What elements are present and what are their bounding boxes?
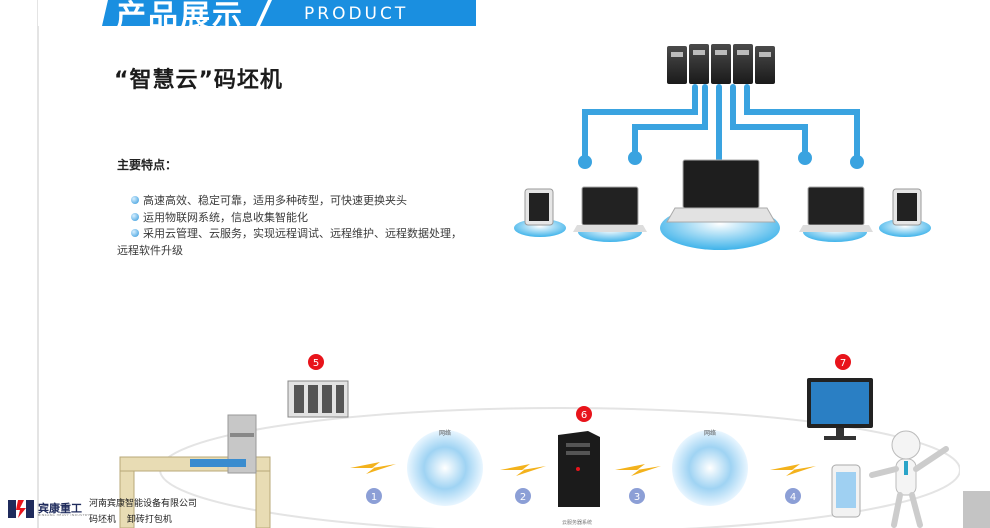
banner-title-cn: 产品展示 [116,0,244,34]
network-globe-left-icon [407,430,483,506]
company-name-link[interactable]: 河南宾康智能设备有限公司 [89,499,198,509]
mascot-figure-icon [869,430,949,528]
svg-text:6: 6 [581,410,587,421]
banner-shape [38,0,476,26]
tablet-right-icon [892,188,922,226]
tag-link[interactable]: 卸砖打包机 [126,515,172,525]
svg-text:5: 5 [313,358,319,369]
step-number-2: 2 [515,488,531,504]
brand-name: 宾康重工 [38,502,82,515]
feature-text: 运用物联网系统，信息收集智能化 [143,210,308,224]
svg-text:4: 4 [790,492,796,503]
server-caption: 云服务器系统 [562,519,592,526]
node-marker-5: 5 [308,354,324,370]
network-label-right: 网络 [704,429,716,437]
cloud-network-illustration [514,44,931,250]
network-globe-right-icon [672,430,748,506]
banner-title-en: PRODUCT DISPLAY [304,4,409,44]
step-number-4: 4 [785,488,801,504]
feature-item: 运用物联网系统，信息收集智能化 [117,210,462,227]
features-title: 主要特点： [117,158,178,172]
network-flow-illustration: 网络 网络 云服务器系统 1 [119,354,960,528]
header-banner: 产品展示 PRODUCT DISPLAY [38,0,476,44]
bullet-icon [131,196,139,204]
svg-text:1: 1 [371,492,377,503]
brick-stacker-machine-icon [119,414,271,528]
company-logo-icon [6,497,34,519]
corner-placeholder [963,491,990,528]
node-marker-6: 6 [576,406,592,422]
svg-text:2: 2 [520,492,526,503]
tablet-left-icon [524,188,554,226]
bullet-icon [131,212,139,221]
laptop-right-icon [799,186,873,232]
step-number-3: 3 [629,488,645,504]
network-label-left: 网络 [439,429,451,437]
node-marker-7: 7 [835,354,851,370]
svg-text:7: 7 [840,358,846,369]
control-cabinet-icon [287,380,349,418]
bullet-icon [131,229,139,237]
feature-list: 高速高效、稳定可靠，适用多种砖型，可快速更换夹头 运用物联网系统，信息收集智能化… [117,193,462,259]
product-tags: 码坯机 卸砖打包机 [89,512,172,525]
lightning-icons [350,462,816,476]
left-border [37,0,39,528]
smartphone-icon [831,464,861,518]
laptop-left-icon [573,186,647,232]
feature-item: 采用云管理、云服务，实现远程调试、远程维护、远程数据处理，远程软件升级 [117,226,462,259]
product-heading: “智慧云”码坯机 [114,68,283,93]
monitor-icon [807,378,873,440]
brand-subtitle: BINKANG HEAVY INDUSTRY [38,513,90,517]
server-cluster-icon [667,44,775,84]
svg-text:3: 3 [634,492,640,503]
feature-text: 采用云管理、云服务，实现远程调试、远程维护、远程数据处理，远程软件升级 [117,227,462,257]
tag-link[interactable]: 码坯机 [89,515,117,525]
feature-text: 高速高效、稳定可靠，适用多种砖型，可快速更换夹头 [143,194,407,207]
network-links [582,84,860,163]
cloud-server-tower-icon [558,431,600,507]
feature-item: 高速高效、稳定可靠，适用多种砖型，可快速更换夹头 [117,193,462,210]
laptop-center-icon [666,159,776,223]
step-number-1: 1 [366,488,382,504]
